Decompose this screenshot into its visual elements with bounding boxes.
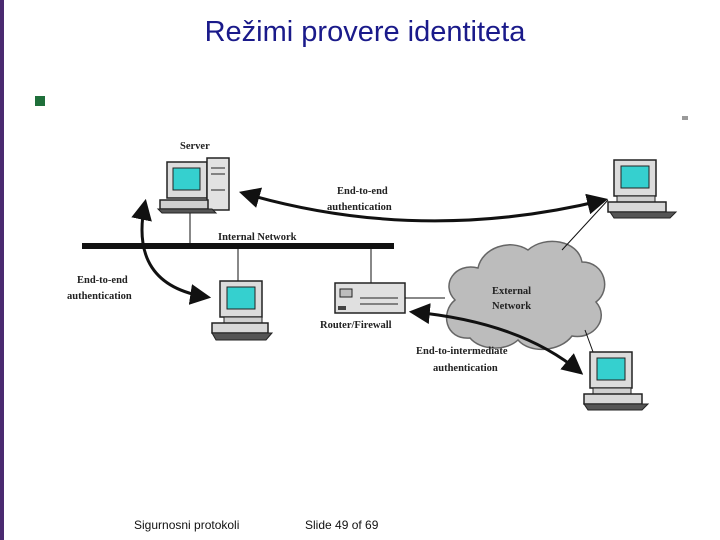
external-network-label-line2: Network: [492, 301, 531, 312]
end-to-end-left-arrow: [131, 198, 212, 305]
e2e-top-label-line1: End-to-end: [337, 186, 388, 197]
bullet-square-icon: [35, 96, 45, 106]
e2e-left-label-line2: authentication: [67, 291, 132, 302]
internal-network-label: Internal Network: [218, 232, 297, 243]
footer-presentation-title: Sigurnosni protokoli: [134, 518, 240, 532]
remote-bottom-computer-icon: [583, 351, 650, 411]
e2i-label-line1: End-to-intermediate: [416, 346, 508, 357]
e2e-top-label-line2: authentication: [327, 202, 392, 213]
internal-network-bus: [82, 243, 394, 249]
remote-top-computer-icon: [607, 159, 678, 219]
slide-title: Režimi provere identiteta: [204, 16, 526, 48]
e2e-left-label-line1: End-to-end: [77, 275, 128, 286]
end-to-intermediate-arrow: [408, 303, 584, 375]
router-firewall-label: Router/Firewall: [320, 320, 392, 331]
stray-mark: [682, 116, 688, 120]
internal-client-computer-icon: [211, 280, 274, 341]
router-firewall-icon: [334, 282, 406, 314]
external-network-label-line1: External: [492, 286, 531, 297]
server-label: Server: [180, 141, 210, 152]
slide-left-border: [0, 0, 4, 540]
end-to-end-top-arrow: [238, 187, 609, 223]
e2i-label-line2: authentication: [433, 363, 498, 374]
footer-slide-number: Slide 49 of 69: [305, 518, 379, 532]
server-computer-icon: [156, 157, 230, 214]
